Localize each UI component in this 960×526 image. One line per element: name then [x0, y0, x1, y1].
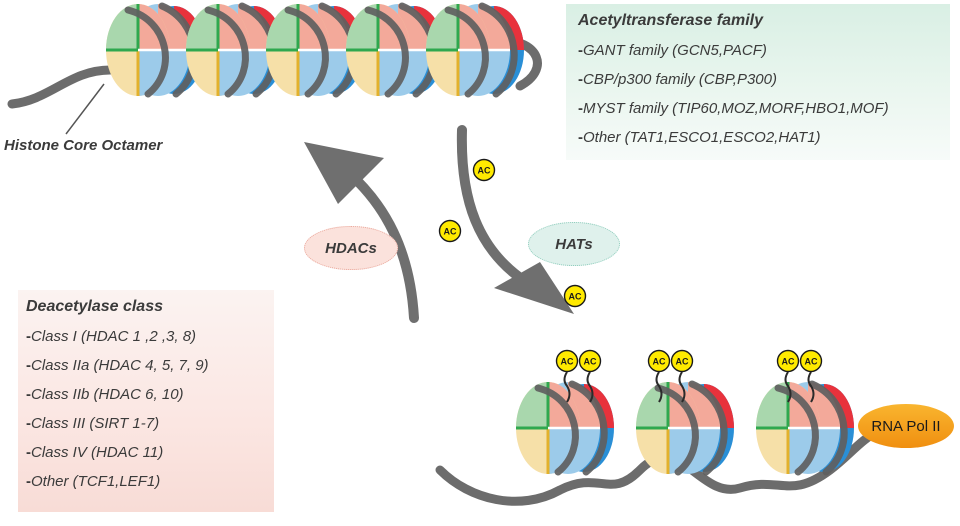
ac-label: AC — [653, 357, 666, 367]
list-item: -GANT family (GCN5,PACF) — [578, 42, 767, 59]
ac-badge-5: AC — [578, 349, 602, 373]
ac-label: AC — [569, 292, 582, 302]
deacetylase-title: Deacetylase class — [26, 298, 163, 315]
ac-label: AC — [782, 357, 795, 367]
list-item: -Class IIa (HDAC 4, 5, 7, 9) — [26, 357, 209, 374]
list-item: -Other (TCF1,LEF1) — [26, 473, 161, 490]
ac-badge-6: AC — [647, 349, 671, 373]
list-item: -MYST family (TIP60,MOZ,MORF,HBO1,MOF) — [578, 100, 889, 117]
ac-label: AC — [805, 357, 818, 367]
rna-pol-ii: RNA Pol II — [858, 404, 954, 448]
hdacs-label: HDACs — [304, 226, 398, 270]
list-item: -Class I (HDAC 1 ,2 ,3, 8) — [26, 328, 197, 345]
list-item: -Class III (SIRT 1-7) — [26, 415, 160, 432]
list-item: -Class IV (HDAC 11) — [26, 444, 164, 461]
nucleosome-bottom-3 — [756, 382, 854, 474]
condensed-chromatin — [7, 4, 542, 135]
ac-label: AC — [584, 357, 597, 367]
ac-label: AC — [561, 357, 574, 367]
hdacs-text: HDACs — [325, 239, 377, 257]
ac-badge-8: AC — [776, 349, 800, 373]
open-chromatin: AC AC AC AC AC AC — [435, 349, 885, 506]
ac-badge-4: AC — [555, 349, 579, 373]
ac-label: AC — [478, 166, 491, 176]
ac-label: AC — [676, 357, 689, 367]
ac-label: AC — [444, 227, 457, 237]
hdacs-arrow-head — [304, 142, 384, 204]
ac-badge-1: AC — [472, 158, 496, 182]
hats-label: HATs — [528, 222, 620, 266]
list-item: -Other (TAT1,ESCO1,ESCO2,HAT1) — [578, 129, 821, 146]
hdacs-arrow-shaft — [343, 167, 419, 323]
ac-badge-3: AC — [563, 284, 587, 308]
hats-arrow-head — [494, 262, 574, 314]
acetyltransferase-title: Acetyltransferase family — [578, 12, 763, 29]
rna-pol-ii-text: RNA Pol II — [871, 417, 941, 435]
histone-core-octamer-label: Histone Core Octamer — [4, 137, 163, 154]
hats-text: HATs — [555, 235, 593, 253]
deacetylase-class-box: Deacetylase class -Class I (HDAC 1 ,2 ,3… — [18, 290, 274, 512]
ac-badge-9: AC — [799, 349, 823, 373]
ac-badge-2: AC — [438, 219, 462, 243]
acetyltransferase-family-box: Acetyltransferase family -GANT family (G… — [566, 4, 950, 160]
hats-arrow-shaft — [456, 125, 531, 287]
nucleosome-bottom-1 — [516, 382, 614, 474]
histone-pointer-line — [65, 83, 105, 135]
nucleosome-top-5 — [426, 4, 524, 96]
list-item: -CBP/p300 family (CBP,P300) — [578, 71, 777, 88]
ac-badge-7: AC — [670, 349, 694, 373]
list-item: -Class IIb (HDAC 6, 10) — [26, 386, 184, 403]
